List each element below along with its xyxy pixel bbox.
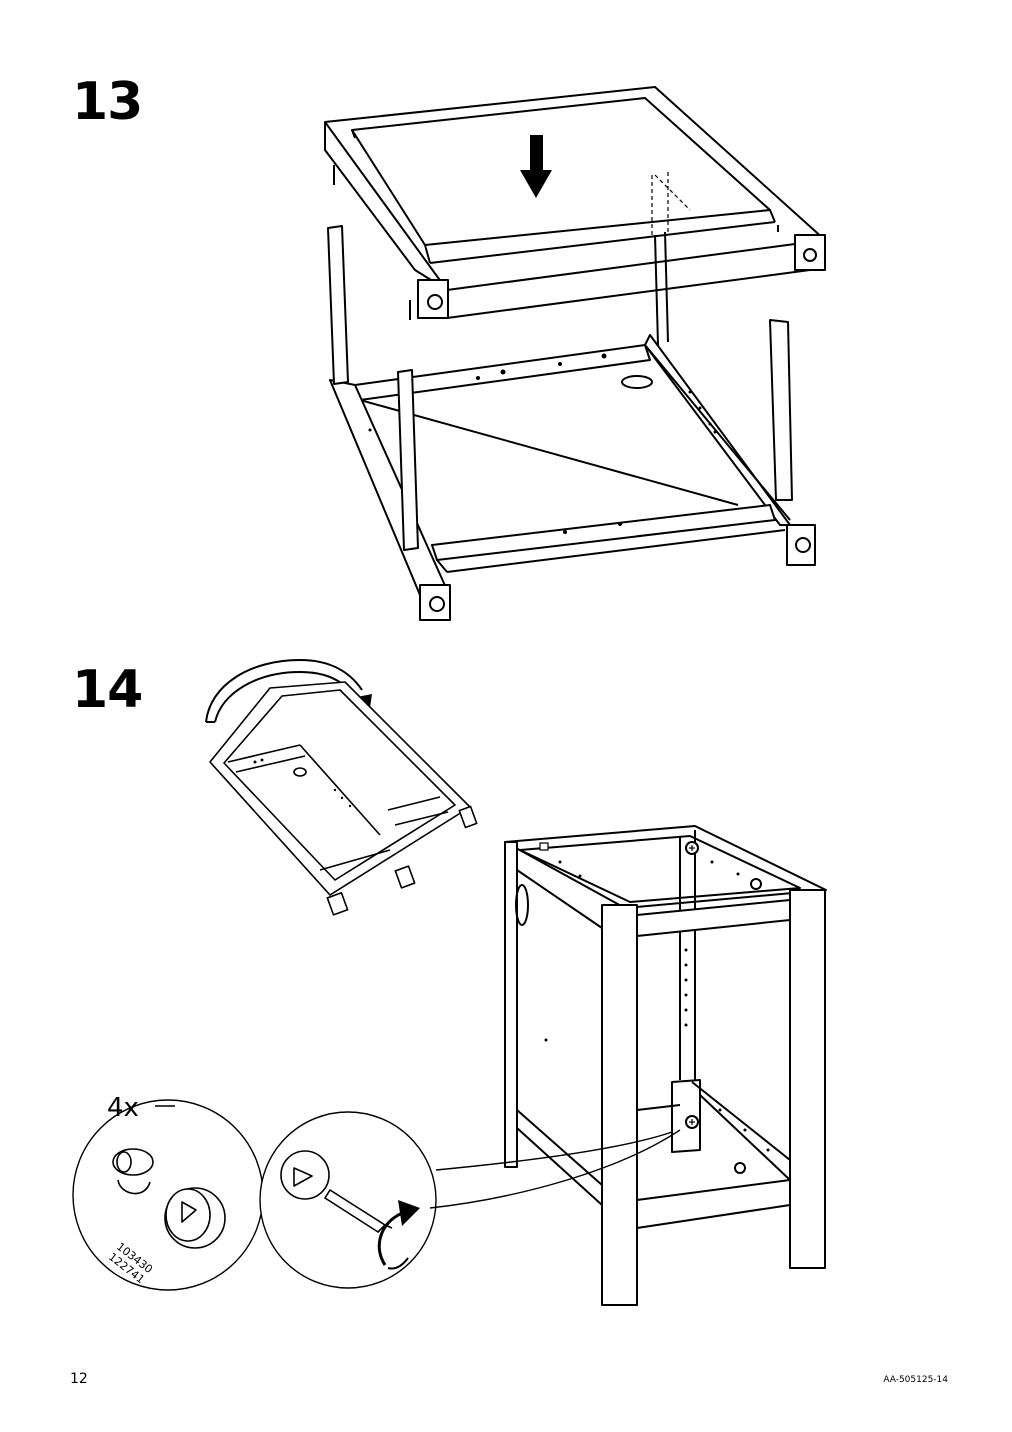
document-code: AA-505125-14 [883,1375,948,1385]
page-number: 12 [70,1371,88,1387]
step-13-number: 13 [72,72,143,132]
upright-cabinet-frame [505,826,826,1305]
quantity-label: 4x [107,1093,139,1123]
flipped-cabinet [210,682,477,915]
down-arrow-icon [520,135,552,198]
cam-lock-icon [113,1149,329,1248]
detail-callout [73,1100,680,1290]
top-frame [325,87,825,320]
step-14-number: 14 [72,660,143,720]
turn-arrow-icon [379,1200,420,1269]
base-assembly [328,226,815,620]
